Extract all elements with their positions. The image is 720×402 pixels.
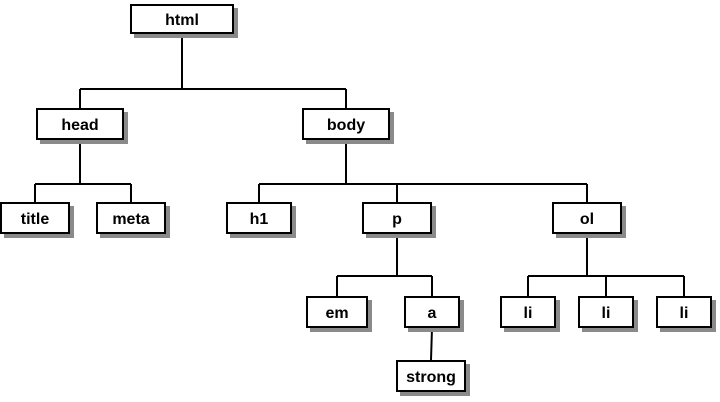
- node-box: [36, 108, 124, 140]
- node-p: p: [362, 202, 436, 238]
- node-html: html: [130, 4, 238, 38]
- node-head: head: [36, 108, 128, 144]
- node-box: [552, 202, 622, 234]
- node-box: [500, 296, 556, 328]
- node-meta: meta: [96, 202, 170, 238]
- node-box: [302, 108, 390, 140]
- node-box: [130, 4, 234, 34]
- node-title: title: [0, 202, 74, 238]
- node-box: [656, 296, 712, 328]
- node-label: li: [524, 305, 533, 322]
- node-label: li: [680, 305, 689, 322]
- node-label: a: [428, 305, 437, 322]
- node-box: [226, 202, 292, 234]
- nodes-layer: html head body title meta h1 p ol em a li li li stron…: [0, 4, 716, 396]
- edge-a-strong: [430, 327, 433, 361]
- node-label: head: [61, 117, 98, 134]
- node-body: body: [302, 108, 394, 144]
- edges-layer: [34, 34, 685, 361]
- node-li1: li: [500, 296, 560, 332]
- node-box: [404, 296, 460, 328]
- node-label: meta: [112, 211, 149, 228]
- node-label: h1: [250, 211, 269, 228]
- node-li2: li: [578, 296, 638, 332]
- node-box: [96, 202, 166, 234]
- node-label: strong: [406, 369, 456, 386]
- node-label: html: [165, 12, 199, 29]
- node-label: title: [21, 211, 50, 228]
- node-box: [0, 202, 70, 234]
- node-label: body: [327, 117, 365, 134]
- node-ol: ol: [552, 202, 626, 238]
- node-label: p: [392, 211, 402, 228]
- node-li3: li: [656, 296, 716, 332]
- node-box: [578, 296, 634, 328]
- node-strong: strong: [396, 360, 470, 396]
- node-label: em: [325, 305, 348, 322]
- node-em: em: [306, 296, 372, 332]
- node-a: a: [404, 296, 464, 332]
- node-label: li: [602, 305, 611, 322]
- node-box: [362, 202, 432, 234]
- node-label: ol: [580, 211, 594, 228]
- node-box: [306, 296, 368, 328]
- node-box: [396, 360, 466, 392]
- node-h1: h1: [226, 202, 296, 238]
